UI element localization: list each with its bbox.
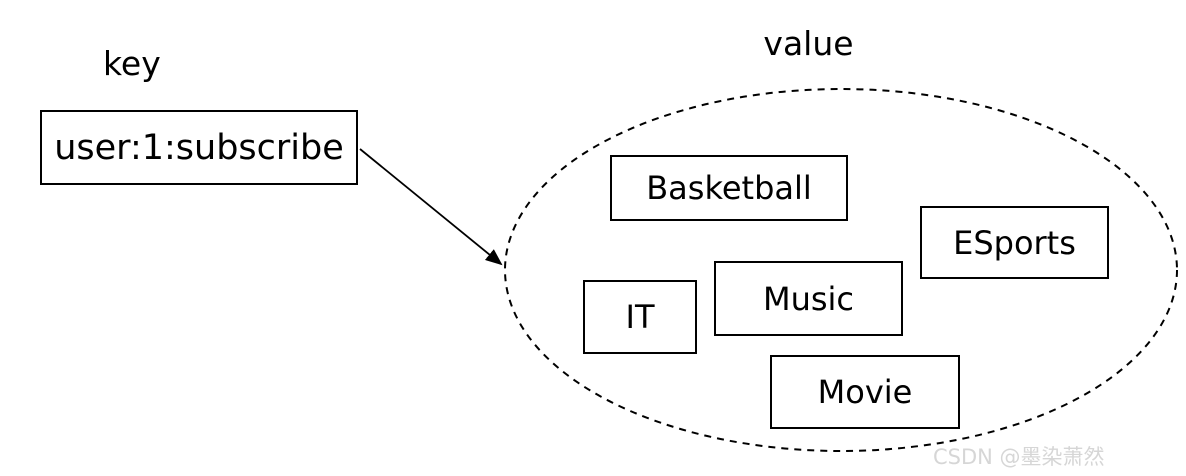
value-set-ellipse	[504, 88, 1178, 452]
value-node-music: Music	[714, 261, 903, 336]
value-label: value	[763, 24, 854, 63]
value-node-it: IT	[583, 280, 697, 354]
key-node: user:1:subscribe	[40, 110, 358, 185]
key-to-value-arrow	[359, 148, 503, 266]
csdn-watermark: CSDN @墨染萧然	[933, 445, 1105, 469]
value-node-esports: ESports	[920, 206, 1109, 279]
value-node-basketball: Basketball	[610, 155, 848, 221]
key-label: key	[103, 44, 161, 83]
value-node-movie: Movie	[770, 355, 960, 429]
